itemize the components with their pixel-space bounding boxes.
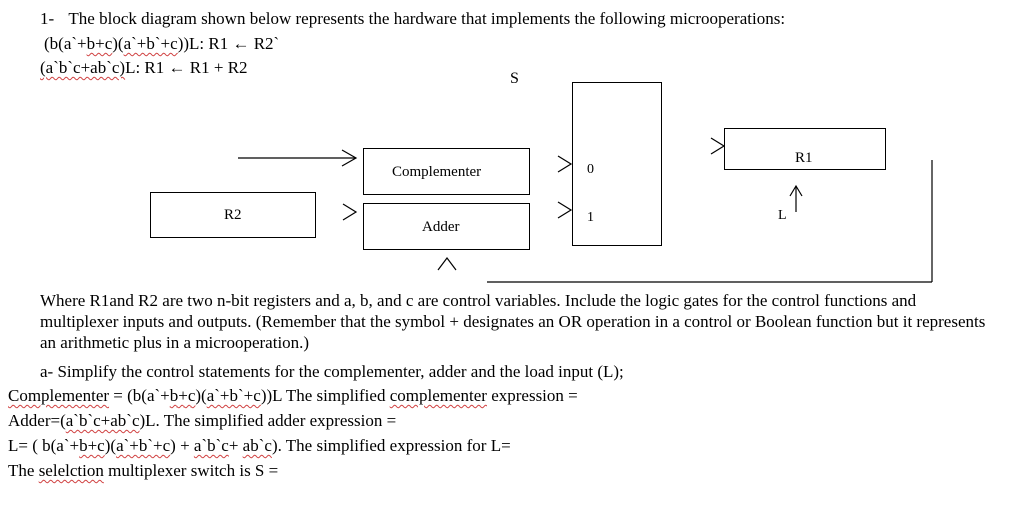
r1-clock-marker: [710, 137, 726, 155]
microoperation-1: (b(a`+b+c)(a`+b`+c))L: R1 ← R2`: [44, 34, 280, 53]
input-arrowhead: [341, 149, 358, 167]
adder-label: Adder: [422, 219, 460, 235]
adder-clock-marker: [342, 203, 358, 221]
complementer-label: Complementer: [392, 164, 482, 180]
question-intro: The block diagram shown below represents…: [68, 9, 786, 28]
answer-adder: Adder=(a`b`c+ab`c)L. The simplified adde…: [8, 411, 397, 430]
answer-select: The selelction multiplexer switch is S =: [8, 461, 279, 480]
r2-register: R2: [150, 192, 316, 238]
adder-block: Adder: [363, 203, 530, 250]
load-arrowhead: [789, 184, 803, 197]
mux-input-0: 0: [587, 162, 594, 177]
problem-description: Where R1and R2 are two n-bit registers a…: [40, 291, 986, 352]
adder-caret: [437, 257, 457, 271]
r2-label: R2: [224, 207, 242, 223]
r1-label: R1: [795, 150, 813, 166]
question-number: 1-: [40, 9, 55, 28]
part-a-prompt: a- Simplify the control statements for t…: [40, 362, 624, 381]
mux-in1-marker: [557, 201, 573, 219]
answer-complementer: Complementer = (b(a`+b+c)(a`+b`+c))L The…: [8, 386, 578, 405]
multiplexer-block: 0 1: [572, 82, 662, 246]
mux-input-1: 1: [587, 210, 594, 225]
load-label: L: [778, 208, 787, 223]
select-label: S: [510, 70, 519, 87]
r1-register: R1: [724, 128, 886, 170]
mux-in0-marker: [557, 155, 573, 173]
answer-load: L= ( b(a`+b+c)(a`+b`+c) + a`b`c+ ab`c). …: [8, 436, 511, 455]
complementer-block: Complementer: [363, 148, 530, 195]
question-heading: 1- The block diagram shown below represe…: [40, 9, 785, 29]
microoperation-2: (a`b`c+ab`c)L: R1 ← R1 + R2: [40, 58, 248, 77]
